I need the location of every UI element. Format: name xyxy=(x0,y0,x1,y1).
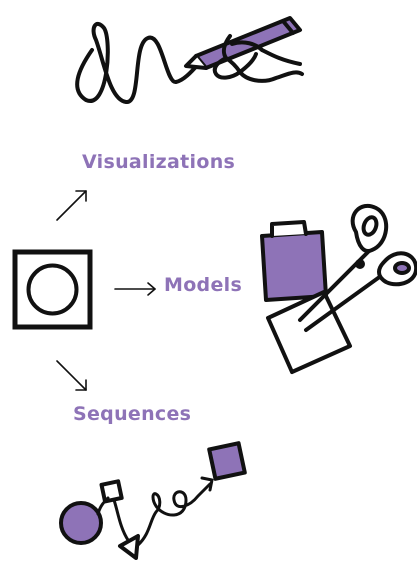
arrow-up-right-icon xyxy=(57,191,86,220)
sequences-label: Sequences xyxy=(73,405,191,424)
clipboard-tab xyxy=(272,222,306,236)
purple-clipboard-shape xyxy=(262,232,326,300)
hand-drawing-squiggle-icon xyxy=(77,18,302,102)
scissors-cut-shapes-icon xyxy=(262,206,416,372)
arrow-right-icon xyxy=(115,283,155,295)
sequence-circle xyxy=(61,503,101,543)
arrow-down-right-icon xyxy=(57,361,86,390)
scissors-pivot xyxy=(357,261,363,267)
white-cut-square xyxy=(268,292,350,372)
shapes-path-sequence-icon xyxy=(61,443,245,558)
sequence-small-square xyxy=(102,481,122,501)
models-label: Models xyxy=(164,276,242,295)
inner-circle xyxy=(29,266,77,314)
concentric-square-circle-icon xyxy=(15,252,90,327)
visualizations-label: Visualizations xyxy=(82,153,235,172)
square-frame xyxy=(15,252,90,327)
sequence-purple-square xyxy=(209,443,245,479)
